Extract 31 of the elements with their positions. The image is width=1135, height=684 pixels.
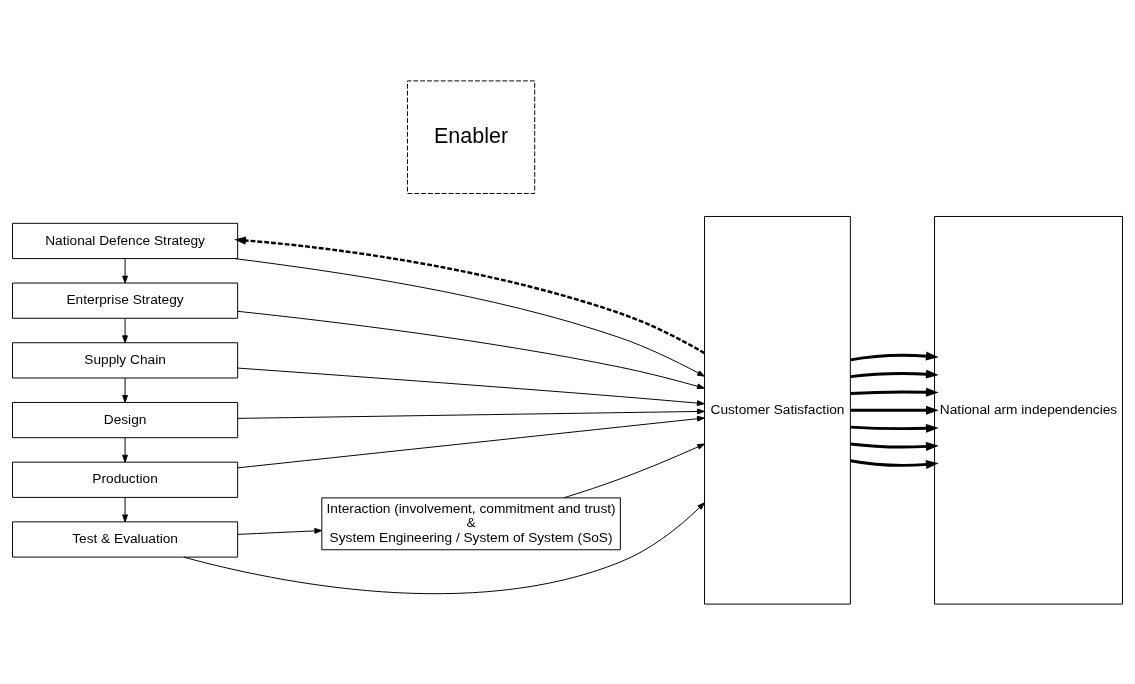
arrow xyxy=(850,369,939,379)
arrow xyxy=(122,317,128,343)
arrow xyxy=(234,257,705,377)
arrow xyxy=(850,423,939,433)
node-box: Enabler xyxy=(407,79,536,194)
node-box: Enterprise Strategy xyxy=(12,282,239,319)
arrow xyxy=(237,310,705,389)
arrow xyxy=(850,458,939,469)
arrow xyxy=(850,441,939,451)
arrow xyxy=(850,405,939,415)
arrow xyxy=(122,377,128,403)
arrow xyxy=(237,527,323,535)
arrow xyxy=(234,235,706,354)
node-box: National Defence Strategy xyxy=(12,222,239,259)
node-box: National arm independencies xyxy=(934,215,1123,605)
node-box: Supply Chain xyxy=(12,341,239,378)
arrow xyxy=(122,496,128,522)
arrow xyxy=(850,351,939,361)
arrow xyxy=(183,501,705,594)
node-box: Production xyxy=(12,461,239,498)
arrow xyxy=(237,408,705,419)
arrow xyxy=(122,436,128,463)
arrow xyxy=(237,415,705,468)
node-box: Customer Satisfaction xyxy=(704,215,851,605)
node-box: Interaction (involvement, commitment and trust) & System Engineering / System of System (SoS) xyxy=(321,496,621,550)
arrow xyxy=(563,443,705,498)
arrow xyxy=(237,367,705,406)
node-box: Test & Evaluation xyxy=(12,520,239,558)
arrow xyxy=(122,257,128,283)
node-box: Design xyxy=(12,401,239,438)
arrow xyxy=(850,387,939,397)
